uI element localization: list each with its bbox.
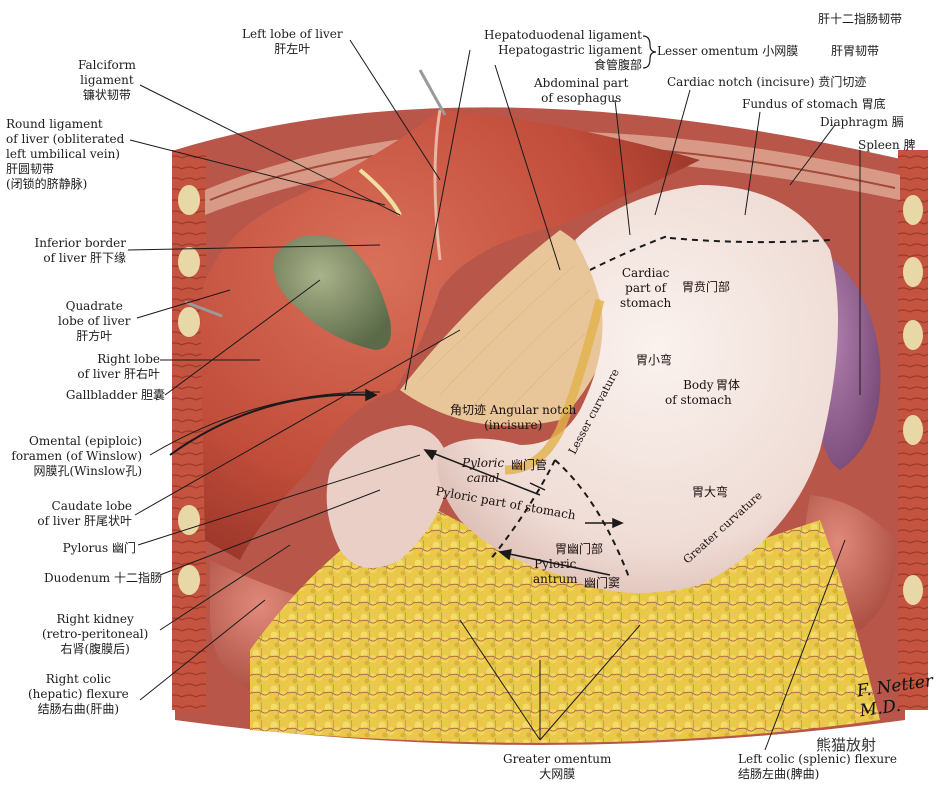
lesser-curvature-fat bbox=[504, 298, 605, 475]
label-spleen: Spleen 脾 bbox=[858, 138, 916, 152]
falciform-ligament-line bbox=[433, 109, 442, 261]
label-pyloric-antrum-cn: 幽门窦 bbox=[584, 576, 621, 590]
label-gallbladder: Gallbladder 胆囊 bbox=[65, 388, 165, 402]
label-body-cn: 胃体 bbox=[716, 378, 741, 392]
label-hepatoduodenal-cn: 肝十二指肠韧带 bbox=[818, 12, 903, 26]
label-cardiac-notch: Cardiac notch (incisure) 贲门切迹 bbox=[667, 75, 867, 89]
label-lesser-omentum: Lesser omentum 小网膜 bbox=[657, 44, 799, 58]
lesser-omentum-brace bbox=[642, 35, 657, 69]
label-diaphragm: Diaphragm 膈 bbox=[820, 115, 904, 129]
label-pyloric-part-cn: 胃幽门部 bbox=[555, 542, 604, 556]
label-fundus: Fundus of stomach 胃底 bbox=[742, 97, 886, 111]
label-angular-notch: 角切迹 Angular notch(incisure) bbox=[450, 403, 577, 432]
label-greater-curvature-cn: 胃大弯 bbox=[692, 485, 729, 499]
lesser-omentum bbox=[400, 230, 610, 426]
leader-lines bbox=[127, 39, 861, 751]
label-cardiac-part-cn: 胃贲门部 bbox=[682, 280, 731, 294]
label-pyloric-canal-cn: 幽门管 bbox=[511, 458, 548, 472]
duodenum bbox=[326, 425, 450, 568]
label-right-kidney: Right kidney(retro-peritoneal)右肾(腹膜后) bbox=[42, 612, 149, 656]
label-omental-foramen: Omental (epiploic)foramen (of Winslow)网膜… bbox=[11, 434, 142, 478]
label-pylorus: Pylorus 幽门 bbox=[62, 541, 136, 555]
label-lesser-curvature-cn: 胃小弯 bbox=[636, 353, 673, 367]
left-abdominal-wall bbox=[172, 150, 206, 710]
watermark-text: 熊猫放射 bbox=[816, 736, 877, 754]
stomach-region-boundaries bbox=[489, 234, 831, 581]
left-wall-ribs bbox=[178, 185, 200, 595]
gallbladder bbox=[273, 235, 391, 350]
label-hepatogastric-cn: 肝胃韧带 bbox=[831, 44, 880, 58]
label-duodenum: Duodenum 十二指肠 bbox=[43, 571, 162, 585]
liver bbox=[200, 110, 700, 560]
diaphragm bbox=[205, 130, 900, 215]
right-wall-ribs bbox=[903, 195, 923, 605]
